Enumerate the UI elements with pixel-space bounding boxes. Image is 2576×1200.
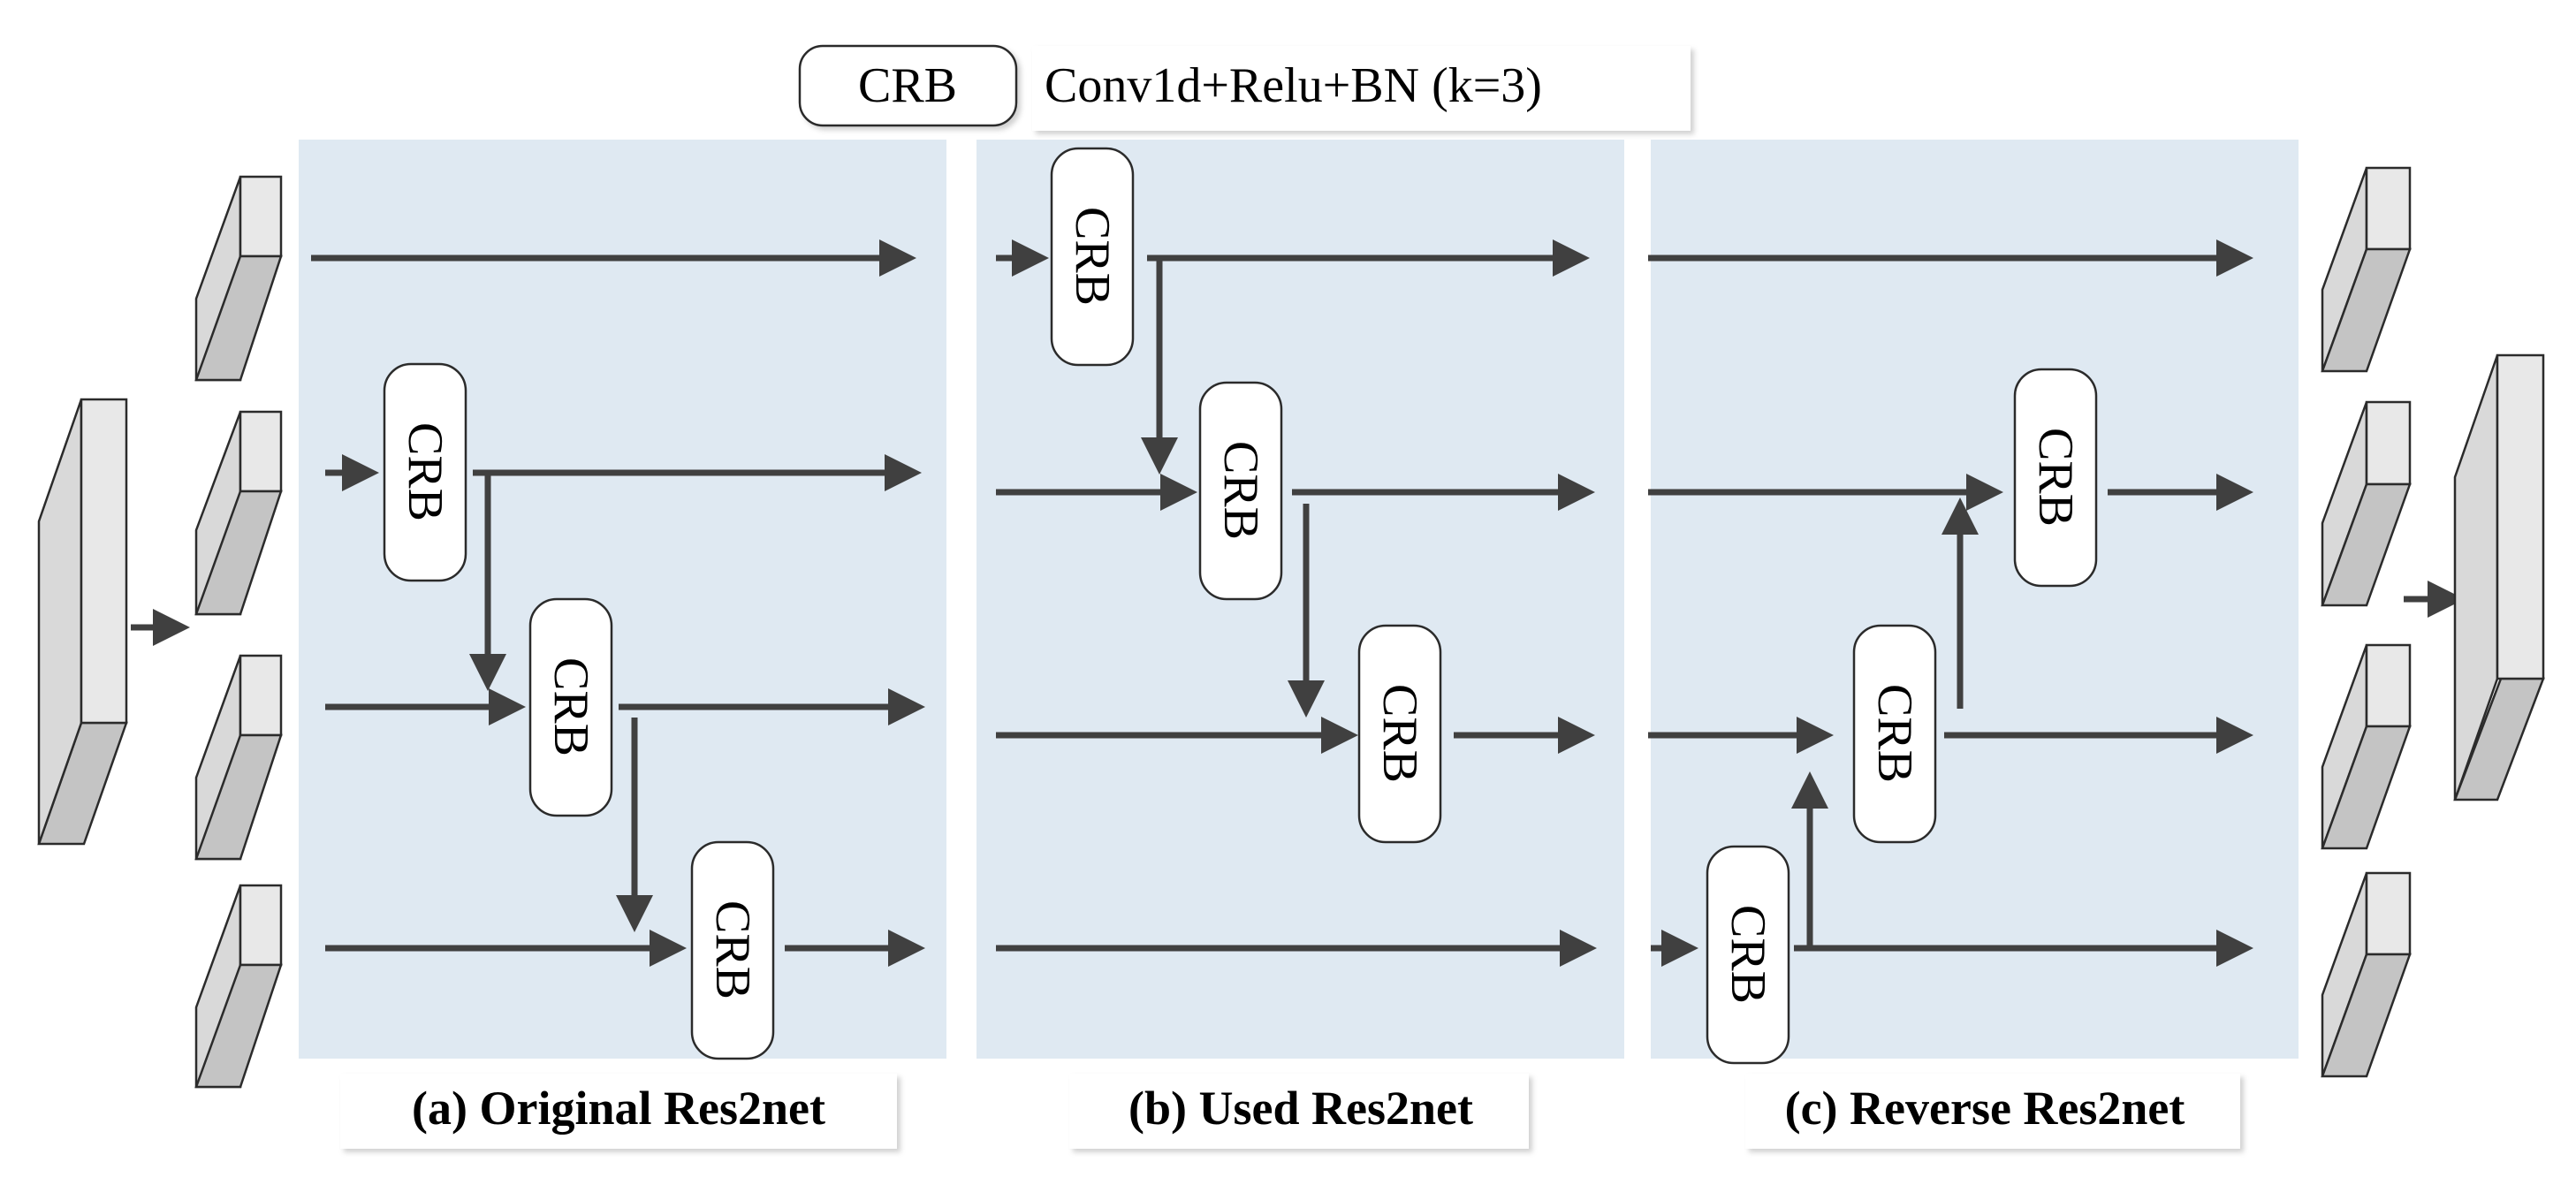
crb-label: CRB <box>2028 428 2083 527</box>
crb-label: CRB <box>1372 684 1427 783</box>
split-block-2 <box>194 410 283 616</box>
crb-label: CRB <box>543 657 598 756</box>
legend-crb-label: CRB <box>858 58 957 113</box>
split-block-3 <box>194 654 283 861</box>
crb-label: CRB <box>1867 684 1922 783</box>
caption-c-group: (c) Reverse Res2net <box>1745 1074 2240 1149</box>
crb-label: CRB <box>398 422 452 521</box>
crb-block-a2: CRB <box>528 597 613 817</box>
legend-description-box <box>1032 46 1691 131</box>
crb-block-c2: CRB <box>1852 624 1937 844</box>
caption-a-group: (a) Original Res2net <box>340 1074 897 1149</box>
caption-b-group: (b) Used Res2net <box>1069 1074 1529 1149</box>
panel-original-res2net <box>299 140 946 1059</box>
split-block-4 <box>194 884 283 1089</box>
crb-block-a3: CRB <box>690 840 775 1060</box>
legend: CRB Conv1d+Relu+BN (k=3) <box>798 44 1691 131</box>
split-block-1 <box>194 175 283 382</box>
crb-block-b3: CRB <box>1357 624 1442 844</box>
caption-reverse-res2net: (c) Reverse Res2net <box>1785 1082 2185 1135</box>
crb-block-c1: CRB <box>2013 368 2098 588</box>
output-split-block-1 <box>2321 166 2412 373</box>
crb-label: CRB <box>1213 441 1268 540</box>
panel-a-arrows <box>311 239 925 967</box>
output-split-block-4 <box>2321 871 2412 1078</box>
legend-crb-box <box>798 44 1018 127</box>
panel-b-arrows <box>996 239 1597 967</box>
crb-block-b2: CRB <box>1198 381 1283 601</box>
crb-block-c3: CRB <box>1706 845 1790 1065</box>
input-feature-block <box>37 398 128 846</box>
caption-used-res2net: (b) Used Res2net <box>1128 1082 1473 1135</box>
crb-block-b1: CRB <box>1050 147 1135 367</box>
panel-c-arrows <box>1648 239 2253 967</box>
caption-original-res2net: (a) Original Res2net <box>412 1082 825 1135</box>
output-split-block-3 <box>2321 643 2412 850</box>
crb-label: CRB <box>1065 207 1120 306</box>
crb-label: CRB <box>705 900 760 999</box>
crb-block-a1: CRB <box>383 362 467 582</box>
output-feature-block <box>2453 353 2545 801</box>
legend-description: Conv1d+Relu+BN (k=3) <box>1045 58 1542 113</box>
crb-label: CRB <box>1721 905 1775 1004</box>
output-split-block-2 <box>2321 400 2412 607</box>
